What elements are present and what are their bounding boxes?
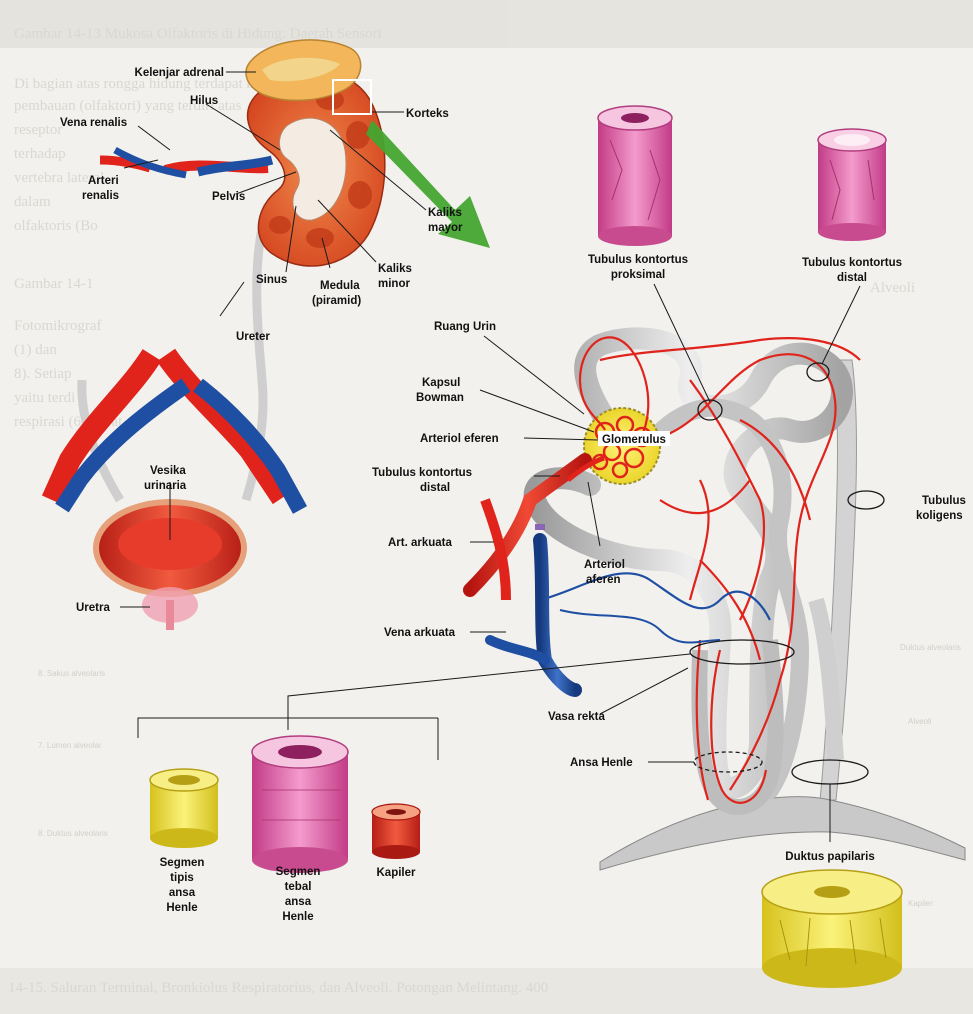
label-renalis: renalis xyxy=(82,190,119,202)
label-tubulus-koligens-2: koligens xyxy=(916,510,963,522)
label-arteri: Arteri xyxy=(88,175,119,187)
ghost-note-3: 8. Duktus alveolaris xyxy=(38,829,108,838)
thick-segment-section xyxy=(252,736,348,873)
label-art-arkuata: Art. arkuata xyxy=(388,537,453,549)
label-vena-renalis: Vena renalis xyxy=(60,117,127,129)
nephron xyxy=(470,337,965,870)
arcuate-artery-branch xyxy=(485,500,506,600)
label-segmen-tipis-4: Henle xyxy=(166,902,197,914)
label-kaliks-mayor-2: mayor xyxy=(428,222,463,234)
label-tkd-top-1: Tubulus kontortus xyxy=(802,257,902,269)
capillary-section xyxy=(372,804,420,859)
label-glomerulus: Glomerulus xyxy=(602,434,666,446)
label-duktus-papilaris: Duktus papilaris xyxy=(785,851,874,863)
ghost-note-6: Kapiler xyxy=(908,899,933,908)
label-kaliks-mayor-1: Kaliks xyxy=(428,207,462,219)
ghost-note-1: 8. Sakus alveolaris xyxy=(38,669,105,678)
ghost-para-i: (1) dan xyxy=(14,342,57,358)
label-kapsul-2: Bowman xyxy=(416,392,464,404)
label-segmen-tebal-1: Segmen xyxy=(276,866,321,878)
label-segmen-tipis-3: ansa xyxy=(169,887,196,899)
label-tkp-1: Tubulus kontortus xyxy=(588,254,688,266)
label-vena-arkuata: Vena arkuata xyxy=(384,627,456,639)
label-kaliks-minor-1: Kaliks xyxy=(378,263,412,275)
label-kapiler: Kapiler xyxy=(377,867,417,879)
label-segmen-tipis-1: Segmen xyxy=(160,857,205,869)
label-segmen-tebal-4: Henle xyxy=(282,911,313,923)
label-tkd-mid-2: distal xyxy=(420,482,450,494)
ghost-para-k: yaitu terdi xyxy=(14,390,75,406)
label-hilus: Hilus xyxy=(190,95,218,107)
label-kapsul-1: Kapsul xyxy=(422,377,460,389)
label-ansa-henle: Ansa Henle xyxy=(570,757,633,769)
ghost-note-5: Duktus alveolaris xyxy=(900,643,961,652)
label-tubulus-koligens-1: Tubulus xyxy=(922,495,966,507)
ghost-note-4: Alveoli xyxy=(908,717,932,726)
venous-capillaries-2 xyxy=(560,610,720,643)
ghost-footer: 14-15. Saluran Terminal, Bronkiolus Resp… xyxy=(8,980,548,996)
label-arteriol-aferen-2: aferen xyxy=(586,574,621,586)
papilla-base xyxy=(600,797,965,870)
ghost-note-2: 7. Lumen alveolar xyxy=(38,741,102,750)
ghost-para-j: 8). Setiap xyxy=(14,366,72,382)
thin-segment-section xyxy=(150,769,218,848)
ghost-header: Gambar 14-13 Mukosa Olfaktoris di Hidung… xyxy=(14,26,382,42)
label-arteriol-eferen: Arteriol eferen xyxy=(420,433,499,445)
label-tkd-mid-1: Tubulus kontortus xyxy=(372,467,472,479)
ghost-para-g: olfaktoris (Bo xyxy=(14,218,98,234)
proximal-tubule-section xyxy=(598,106,672,246)
label-pelvis: Pelvis xyxy=(212,191,245,203)
label-segmen-tebal-2: tebal xyxy=(285,881,312,893)
urethra-tube xyxy=(166,600,174,630)
label-kelenjar-adrenal: Kelenjar adrenal xyxy=(135,67,224,79)
label-ruang-urin: Ruang Urin xyxy=(434,321,496,333)
label-tkd-top-2: distal xyxy=(837,272,867,284)
label-vesika-1: Vesika xyxy=(150,465,186,477)
label-segmen-tipis-2: tipis xyxy=(170,872,194,884)
label-arteriol-aferen-1: Arteriol xyxy=(584,559,625,571)
label-kaliks-minor-2: minor xyxy=(378,278,410,290)
ghost-para-c: reseptor xyxy=(14,122,62,138)
ghost-right-alveoli: Alveoli xyxy=(870,280,915,296)
label-segmen-tebal-3: ansa xyxy=(285,896,312,908)
label-uretra: Uretra xyxy=(76,602,110,614)
distal-tubule-section xyxy=(818,129,886,241)
label-ureter: Ureter xyxy=(236,331,270,343)
ghost-section: Gambar 14-1 xyxy=(14,276,94,292)
label-vesika-2: urinaria xyxy=(144,480,187,492)
ghost-para-h: Fotomikrograf xyxy=(14,318,102,334)
label-vasa-rekta: Vasa rekta xyxy=(548,711,606,723)
label-sinus: Sinus xyxy=(256,274,287,286)
ghost-para-d: terhadap xyxy=(14,146,66,162)
label-piramid: (piramid) xyxy=(312,295,361,307)
label-korteks: Korteks xyxy=(406,108,449,120)
label-tkp-2: proksimal xyxy=(611,269,665,281)
ghost-para-f: dalam xyxy=(14,194,51,210)
label-medula: Medula xyxy=(320,280,360,292)
papillary-duct-section xyxy=(762,870,902,988)
